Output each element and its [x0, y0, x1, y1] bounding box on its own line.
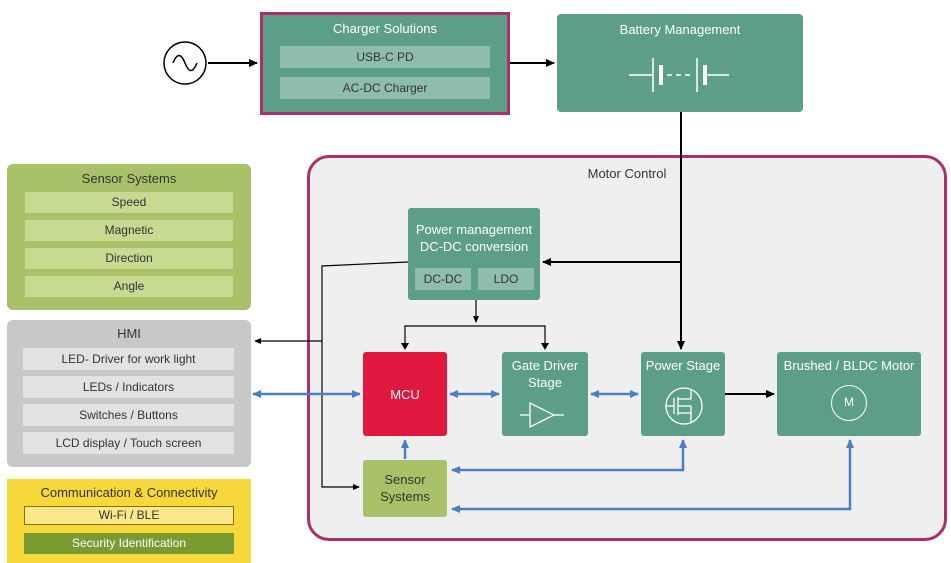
- direction-item[interactable]: Direction: [25, 248, 233, 269]
- charger-solutions-block[interactable]: Charger Solutions USB-C PD AC-DC Charger: [260, 12, 510, 115]
- speed-item[interactable]: Speed: [25, 192, 233, 213]
- communication-title: Communication & Connectivity: [40, 485, 218, 500]
- hmi-title: HMI: [117, 326, 141, 341]
- hmi-panel: HMI LED- Driver for work light LEDs / In…: [7, 320, 251, 467]
- gate-driver-title-1: Gate Driver: [511, 358, 579, 373]
- battery-management-title: Battery Management: [619, 22, 741, 37]
- lcd-display-item[interactable]: LCD display / Touch screen: [23, 432, 234, 454]
- gate-driver-title-2: Stage: [528, 375, 562, 390]
- mcu-block[interactable]: MCU: [363, 352, 447, 436]
- battery-management-block[interactable]: Battery Management: [557, 14, 803, 112]
- amplifier-icon: [520, 401, 564, 429]
- gate-driver-stage-block[interactable]: Gate Driver Stage: [502, 352, 588, 436]
- switches-buttons-item[interactable]: Switches / Buttons: [23, 404, 234, 426]
- ac-source-icon: [163, 41, 207, 85]
- power-stage-title: Power Stage: [645, 358, 721, 373]
- dc-dc-item[interactable]: DC-DC: [415, 268, 471, 290]
- sensor-block-title-1: Sensor: [384, 472, 426, 487]
- led-driver-item[interactable]: LED- Driver for work light: [23, 348, 234, 370]
- mcu-label: MCU: [390, 387, 420, 402]
- angle-item[interactable]: Angle: [25, 276, 233, 297]
- power-management-title-1: Power management: [415, 222, 533, 237]
- motor-symbol-icon: M: [831, 385, 867, 421]
- sensor-systems-panel: Sensor Systems Speed Magnetic Direction …: [7, 164, 251, 310]
- ldo-item[interactable]: LDO: [478, 268, 534, 290]
- motor-symbol-label: M: [844, 395, 854, 409]
- mosfet-icon: [665, 387, 703, 425]
- motor-block[interactable]: Brushed / BLDC Motor M: [777, 352, 921, 436]
- usb-c-pd-item[interactable]: USB-C PD: [280, 46, 490, 68]
- magnetic-item[interactable]: Magnetic: [25, 220, 233, 241]
- charger-solutions-title: Charger Solutions: [332, 21, 438, 36]
- communication-panel: Communication & Connectivity Wi-Fi / BLE…: [7, 479, 251, 563]
- motor-control-title: Motor Control: [587, 166, 667, 181]
- sensor-systems-block[interactable]: Sensor Systems: [363, 460, 447, 517]
- leds-indicators-item[interactable]: LEDs / Indicators: [23, 376, 234, 398]
- sensor-systems-title: Sensor Systems: [81, 171, 177, 186]
- ac-dc-charger-item[interactable]: AC-DC Charger: [280, 77, 490, 99]
- motor-title: Brushed / BLDC Motor: [783, 358, 915, 373]
- security-identification-item[interactable]: Security Identification: [24, 533, 234, 554]
- power-management-title-2: DC-DC conversion: [419, 239, 529, 254]
- battery-icon: [629, 58, 729, 92]
- power-stage-block[interactable]: Power Stage: [641, 352, 725, 436]
- power-management-block[interactable]: Power management DC-DC conversion DC-DC …: [408, 208, 540, 300]
- sensor-block-title-2: Systems: [380, 489, 430, 504]
- wifi-ble-item[interactable]: Wi-Fi / BLE: [24, 506, 234, 525]
